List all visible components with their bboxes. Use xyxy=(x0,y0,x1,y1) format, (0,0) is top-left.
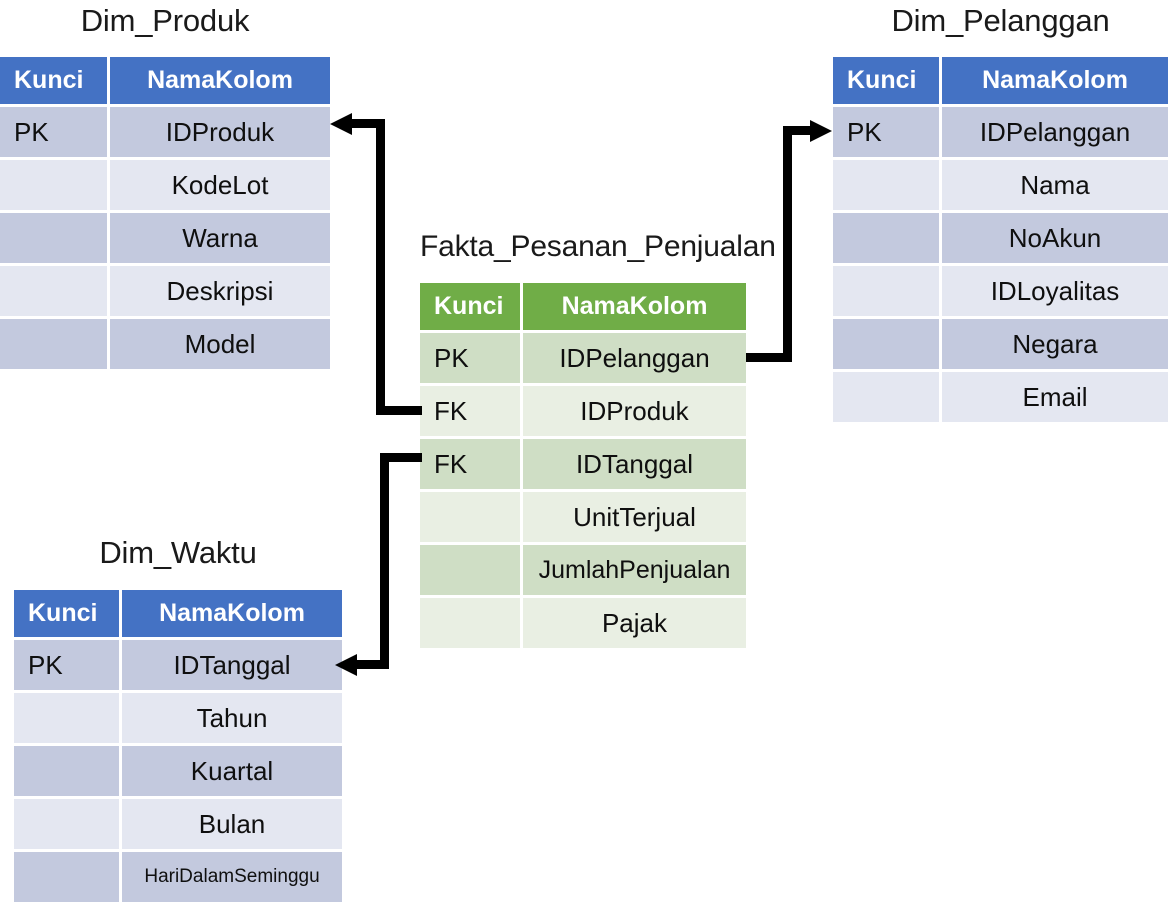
row-key xyxy=(14,852,119,902)
column-header-kunci: Kunci xyxy=(833,57,939,104)
table-fakta-pesanan-penjualan: Kunci NamaKolom PK IDPelanggan FK IDProd… xyxy=(420,283,746,651)
table-row: HariDalamSeminggu xyxy=(14,852,342,902)
column-header-kunci: Kunci xyxy=(420,283,520,330)
row-key xyxy=(833,266,939,316)
table-row: Deskripsi xyxy=(0,266,330,316)
row-key: PK xyxy=(0,107,107,157)
table-dim-pelanggan: Kunci NamaKolom PK IDPelanggan Nama NoAk… xyxy=(833,57,1168,425)
table-row: Bulan xyxy=(14,799,342,849)
column-header-kunci: Kunci xyxy=(0,57,107,104)
connector-segment-horizontal-top xyxy=(783,126,813,135)
row-key: FK xyxy=(420,439,520,489)
connector-segment-horizontal-bottom xyxy=(357,660,389,669)
column-header-namakolom: NamaKolom xyxy=(942,57,1168,104)
connector-segment-horizontal-bottom xyxy=(746,353,792,362)
row-key xyxy=(420,492,520,542)
row-column-name: IDTanggal xyxy=(523,439,746,489)
arrowhead-right-icon xyxy=(810,120,832,142)
table-row: PK IDPelanggan xyxy=(833,107,1168,157)
table-header-row: Kunci NamaKolom xyxy=(0,57,330,104)
connector-segment-vertical xyxy=(376,119,385,415)
row-key xyxy=(0,266,107,316)
row-column-name: IDProduk xyxy=(523,386,746,436)
table-header-row: Kunci NamaKolom xyxy=(14,590,342,637)
connector-segment-horizontal-top xyxy=(352,119,385,128)
entity-title-fakta-pesanan-penjualan: Fakta_Pesanan_Penjualan xyxy=(420,230,776,263)
row-key xyxy=(833,160,939,210)
table-header-row: Kunci NamaKolom xyxy=(833,57,1168,104)
table-row: Model xyxy=(0,319,330,369)
connector-segment-vertical xyxy=(783,126,792,362)
column-header-namakolom: NamaKolom xyxy=(110,57,330,104)
table-row: PK IDTanggal xyxy=(14,640,342,690)
row-column-name: Nama xyxy=(942,160,1168,210)
row-key: PK xyxy=(833,107,939,157)
row-column-name: Model xyxy=(110,319,330,369)
table-row: NoAkun xyxy=(833,213,1168,263)
entity-title-dim-waktu: Dim_Waktu xyxy=(99,535,257,570)
table-row: FK IDTanggal xyxy=(420,439,746,489)
table-row: KodeLot xyxy=(0,160,330,210)
row-key xyxy=(14,799,119,849)
table-row: Negara xyxy=(833,319,1168,369)
row-key xyxy=(833,372,939,422)
row-column-name: Negara xyxy=(942,319,1168,369)
table-row: UnitTerjual xyxy=(420,492,746,542)
column-header-kunci: Kunci xyxy=(14,590,119,637)
row-key xyxy=(420,598,520,648)
row-column-name: Kuartal xyxy=(122,746,342,796)
row-column-name: Tahun xyxy=(122,693,342,743)
row-key xyxy=(833,213,939,263)
table-dim-waktu: Kunci NamaKolom PK IDTanggal Tahun Kuart… xyxy=(14,590,342,905)
table-row: PK IDProduk xyxy=(0,107,330,157)
table-row: Tahun xyxy=(14,693,342,743)
column-header-namakolom: NamaKolom xyxy=(523,283,746,330)
arrowhead-left-icon xyxy=(335,654,357,676)
row-column-name: IDProduk xyxy=(110,107,330,157)
row-key: PK xyxy=(14,640,119,690)
table-row: Warna xyxy=(0,213,330,263)
row-key xyxy=(0,319,107,369)
row-column-name: IDTanggal xyxy=(122,640,342,690)
row-column-name: IDLoyalitas xyxy=(942,266,1168,316)
row-key xyxy=(833,319,939,369)
row-key xyxy=(14,746,119,796)
connector-segment-horizontal-top xyxy=(380,453,422,462)
table-row: Email xyxy=(833,372,1168,422)
table-row: JumlahPenjualan xyxy=(420,545,746,595)
row-column-name: Email xyxy=(942,372,1168,422)
table-row: Nama xyxy=(833,160,1168,210)
row-column-name: IDPelanggan xyxy=(942,107,1168,157)
row-column-name: HariDalamSeminggu xyxy=(122,852,342,902)
row-column-name: KodeLot xyxy=(110,160,330,210)
table-row: Kuartal xyxy=(14,746,342,796)
table-row: FK IDProduk xyxy=(420,386,746,436)
entity-title-dim-produk: Dim_Produk xyxy=(80,3,250,38)
row-key: PK xyxy=(420,333,520,383)
row-column-name: IDPelanggan xyxy=(523,333,746,383)
row-column-name: UnitTerjual xyxy=(523,492,746,542)
table-dim-produk: Kunci NamaKolom PK IDProduk KodeLot Warn… xyxy=(0,57,330,372)
table-header-row: Kunci NamaKolom xyxy=(420,283,746,330)
row-column-name: Pajak xyxy=(523,598,746,648)
column-header-namakolom: NamaKolom xyxy=(122,590,342,637)
row-key xyxy=(0,160,107,210)
row-column-name: Warna xyxy=(110,213,330,263)
row-key xyxy=(420,545,520,595)
table-row: IDLoyalitas xyxy=(833,266,1168,316)
connector-segment-horizontal-bottom xyxy=(376,406,422,415)
row-key: FK xyxy=(420,386,520,436)
row-key xyxy=(14,693,119,743)
connector-segment-vertical xyxy=(380,453,389,669)
row-key xyxy=(0,213,107,263)
table-row: PK IDPelanggan xyxy=(420,333,746,383)
row-column-name: Deskripsi xyxy=(110,266,330,316)
row-column-name: Bulan xyxy=(122,799,342,849)
entity-title-dim-pelanggan: Dim_Pelanggan xyxy=(891,3,1110,38)
row-column-name: NoAkun xyxy=(942,213,1168,263)
arrowhead-left-icon xyxy=(330,113,352,135)
table-row: Pajak xyxy=(420,598,746,648)
row-column-name: JumlahPenjualan xyxy=(523,545,746,595)
